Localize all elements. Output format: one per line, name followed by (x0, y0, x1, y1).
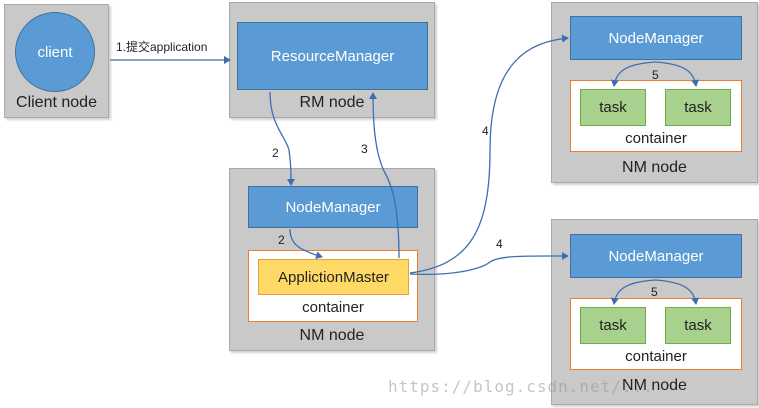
edge-label-rm-to-nm: 2 (272, 146, 279, 160)
edge-label-bottom-tasks: 5 (651, 285, 658, 299)
edge-top-task-1 (610, 61, 656, 87)
resource-manager: ResourceManager (237, 22, 428, 90)
edge-label-am-to-top: 4 (482, 124, 489, 138)
watermark-text: https://blog.csdn.net/... (388, 377, 654, 396)
bottom-container-label: container (625, 348, 687, 365)
center-nm-node-label: NM node (299, 327, 365, 344)
bottom-task-1: task (580, 307, 646, 344)
client-node-label: Client node (16, 94, 97, 111)
edge-rm-to-nm (269, 91, 295, 186)
edge-nm-to-am (289, 228, 323, 259)
top-nm-node-label: NM node (622, 159, 687, 176)
top-task-1: task (580, 89, 646, 126)
edge-label-nm-to-am: 2 (278, 233, 285, 247)
center-container-label: container (302, 299, 364, 316)
edge-label-submit: 1.提交application (116, 40, 208, 54)
client-circle: client (15, 12, 95, 92)
rm-node-label: RM node (299, 94, 365, 111)
top-task-2: task (665, 89, 731, 126)
top-container-label: container (625, 130, 687, 147)
edge-label-am-to-bottom: 4 (496, 237, 503, 251)
top-node-manager: NodeManager (570, 16, 742, 60)
edge-am-to-rm (369, 92, 400, 259)
edge-am-to-bottom (409, 251, 569, 276)
edge-label-top-tasks: 5 (652, 68, 659, 82)
edge-bottom-task-2 (654, 279, 700, 305)
bottom-node-manager: NodeManager (570, 234, 742, 278)
edge-label-am-to-rm: 3 (361, 142, 368, 156)
application-master: ApplictionMaster (258, 259, 409, 295)
edge-bottom-task-1 (610, 279, 656, 305)
edge-top-task-2 (654, 61, 700, 87)
edge-am-to-top (409, 34, 569, 274)
center-node-manager: NodeManager (248, 186, 418, 228)
bottom-task-2: task (665, 307, 731, 344)
bottom-nm-node-label: NM node (622, 377, 687, 394)
